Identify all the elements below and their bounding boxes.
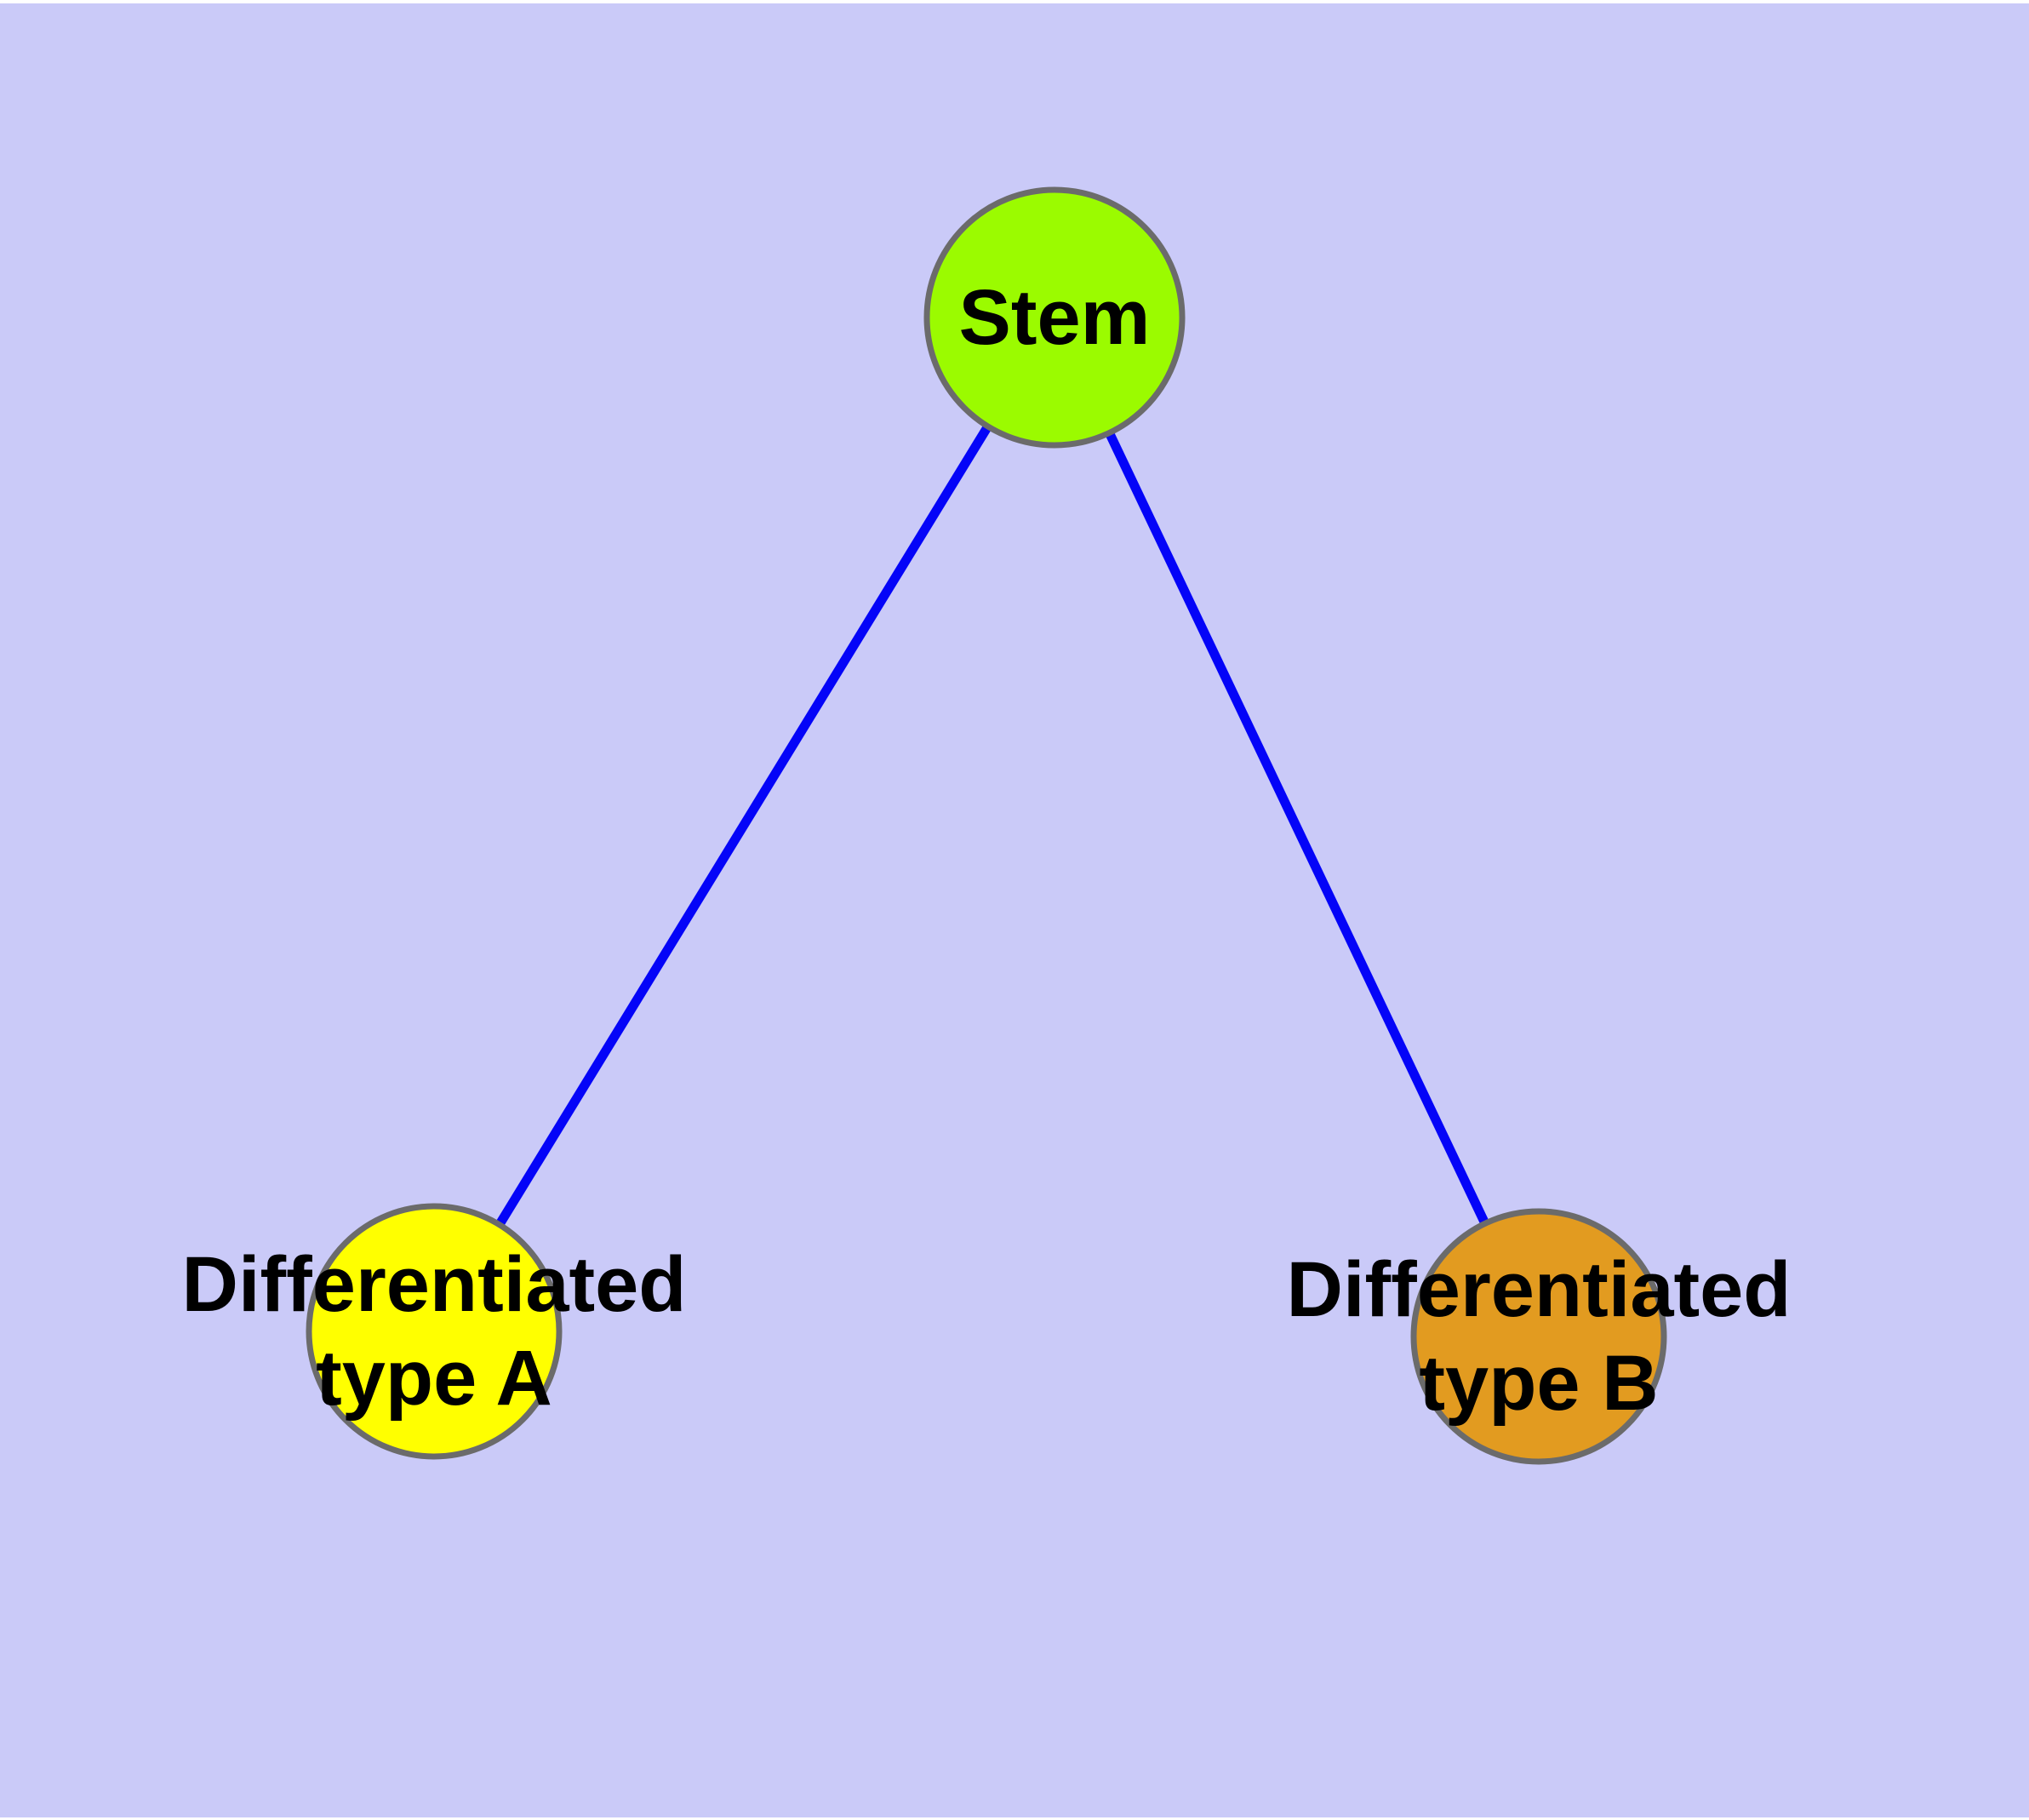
- node-differentiated-type-b: [1410, 1208, 1667, 1465]
- node-type-b-label-line1: Differentiated: [1287, 1246, 1792, 1333]
- edge-stem-to-type-a: [430, 315, 1059, 1334]
- node-type-b-label-line2: type B: [1419, 1340, 1658, 1427]
- node-differentiated-type-a: [306, 1203, 563, 1460]
- node-stem: [923, 186, 1186, 449]
- edge-stem-to-type-b: [1050, 315, 1543, 1339]
- node-type-a-label-line2: type A: [316, 1335, 552, 1422]
- node-stem-label: Stem: [959, 274, 1151, 361]
- node-type-a-label-line1: Differentiated: [182, 1241, 687, 1328]
